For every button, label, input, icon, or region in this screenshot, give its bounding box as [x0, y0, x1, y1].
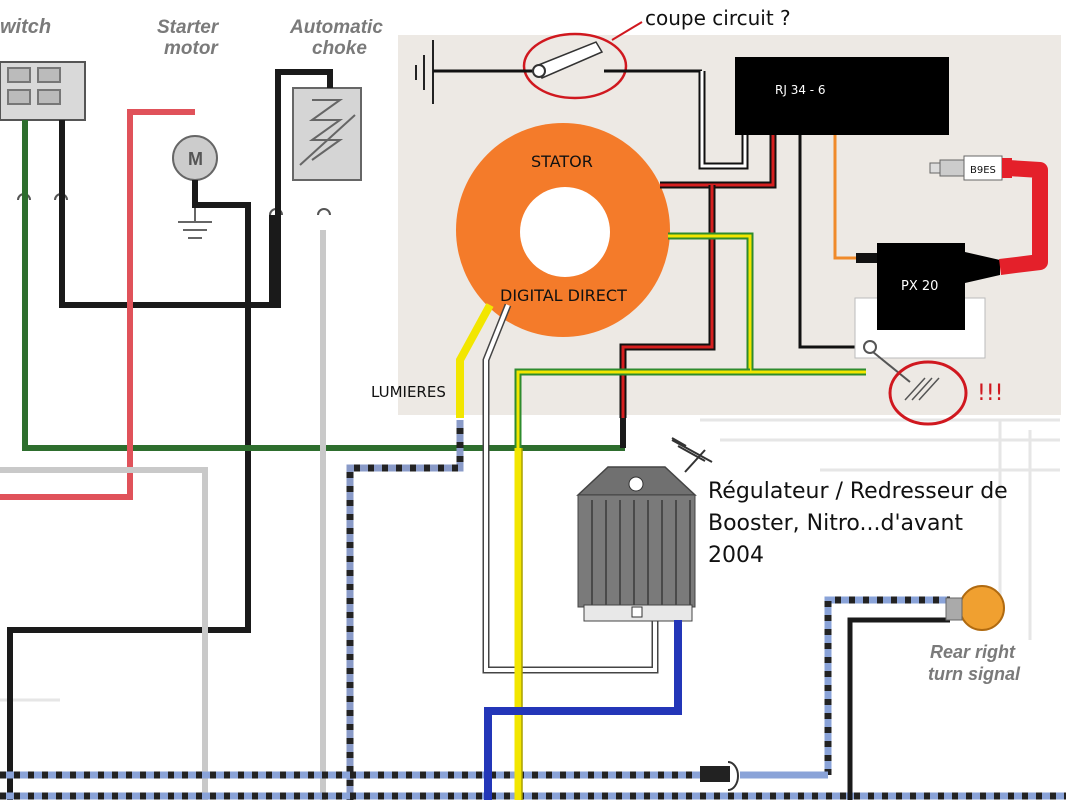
regulator-label-1: Régulateur / Redresseur de [708, 479, 1008, 504]
warning-label: !!! [977, 381, 1003, 406]
switch-label: witch [0, 16, 51, 38]
bg-red-wire [0, 109, 195, 500]
lights-wire [456, 303, 494, 418]
warning-circle [888, 360, 968, 426]
ignition-coil-label: PX 20 [901, 279, 938, 294]
choke-label-1: Automatic [289, 17, 383, 38]
bg-dashed-wires [0, 420, 1066, 800]
rear-signal-label-2: turn signal [928, 664, 1021, 684]
ignition-coil-px20 [877, 243, 965, 330]
background-schematic: witch M Starter motor Automatic choke [0, 16, 1066, 800]
regulator-rectifier [576, 466, 697, 622]
choke-label-2: choke [312, 38, 367, 59]
spark-plug-icon [929, 155, 1012, 181]
cdi-unit-rj34 [735, 57, 949, 135]
regulator-ground-icon [671, 437, 713, 473]
ground-hatch-icon [904, 377, 940, 401]
turn-signal-bulb-icon [959, 585, 1005, 631]
regulator-label-2: Booster, Nitro...d'avant [708, 511, 963, 536]
stator-label: STATOR [531, 152, 593, 171]
cdi-unit-label: RJ 34 - 6 [775, 83, 826, 97]
kill-switch-icon [532, 41, 604, 79]
bg-black-wires [7, 69, 333, 800]
starter-motor-label-2: motor [164, 38, 219, 59]
automatic-choke-symbol [292, 87, 362, 181]
faded-background-wires [0, 418, 1060, 702]
starter-motor-m: M [188, 149, 203, 169]
bg-green-wire [22, 120, 625, 451]
stator: STATOR DIGITAL DIRECT [456, 123, 670, 337]
coupe-circuit-circle [522, 32, 628, 100]
lights-label: LUMIERES [371, 383, 446, 401]
spark-plug-label: B9ES [970, 165, 996, 176]
stator-model-label: DIGITAL DIRECT [500, 286, 627, 305]
regulator-label-3: 2004 [708, 543, 764, 568]
starter-motor-label-1: Starter [157, 17, 220, 38]
spark-plug-lead [999, 160, 1048, 275]
rear-signal-label-1: Rear right [930, 642, 1016, 662]
bg-grey-wires [0, 230, 326, 800]
blue-wire [484, 620, 682, 800]
coupe-circuit-label: coupe circuit ? [645, 6, 791, 30]
